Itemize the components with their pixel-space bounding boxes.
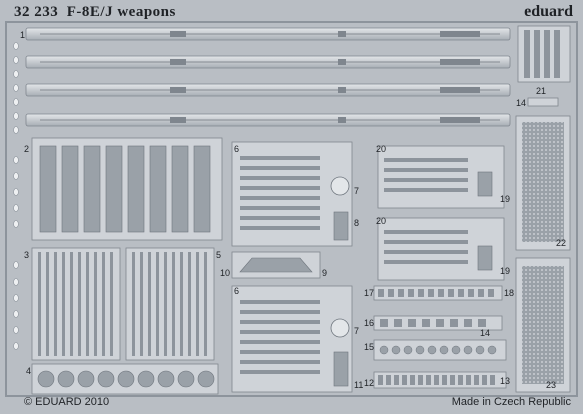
part-12-strip [373,371,507,389]
part-10-wedge [231,251,321,279]
label-5: 5 [216,250,221,260]
label-21: 21 [536,86,546,96]
label-14a: 14 [480,328,490,338]
part-6-upper [231,141,353,247]
label-8: 8 [354,218,359,228]
label-12: 12 [364,378,374,388]
part-6-lower [231,285,353,393]
label-22: 22 [556,238,566,248]
label-6a: 6 [234,144,239,154]
left-edge-tabs [13,42,19,350]
part-20-lower [377,217,505,281]
label-23: 23 [546,380,556,390]
label-3: 3 [24,250,29,260]
label-17: 17 [364,288,374,298]
part-15-strip [373,339,507,361]
part-17-strip [373,285,503,301]
label-7a: 7 [354,186,359,196]
label-6b: 6 [234,286,239,296]
part-22-mesh [515,115,571,251]
label-20b: 20 [376,216,386,226]
part-4-rings [31,363,219,395]
label-13: 13 [500,376,510,386]
part-20-upper [377,145,505,209]
label-14b: 14 [516,98,526,108]
part-3-rack [31,247,121,361]
part-1-rails [25,27,511,127]
set-code: 32 233 [14,4,59,20]
origin-text: Made in Czech Republic [451,396,571,408]
label-11: 11 [354,380,363,390]
sheet-title: 32 233 F-8E/J weapons [14,4,176,21]
part-2-fins [31,137,223,241]
label-9: 9 [322,268,327,278]
sheet-frame [5,21,578,397]
label-1: 1 [20,30,25,40]
part-5-rack [125,247,215,361]
label-2: 2 [24,144,29,154]
label-18: 18 [504,288,514,298]
copyright-text: © EDUARD 2010 [24,396,110,408]
label-4: 4 [26,366,31,376]
brand-logo-text: eduard [524,3,573,20]
label-16: 16 [364,318,374,328]
label-19b: 19 [500,266,510,276]
label-19a: 19 [500,194,510,204]
label-10: 10 [220,268,230,278]
part-21-strips [517,25,571,107]
label-20a: 20 [376,144,386,154]
part-23-mesh [515,257,571,393]
part-16-strip [373,315,503,331]
label-7b: 7 [354,326,359,336]
set-name: F-8E/J weapons [66,4,176,20]
label-15: 15 [364,342,374,352]
